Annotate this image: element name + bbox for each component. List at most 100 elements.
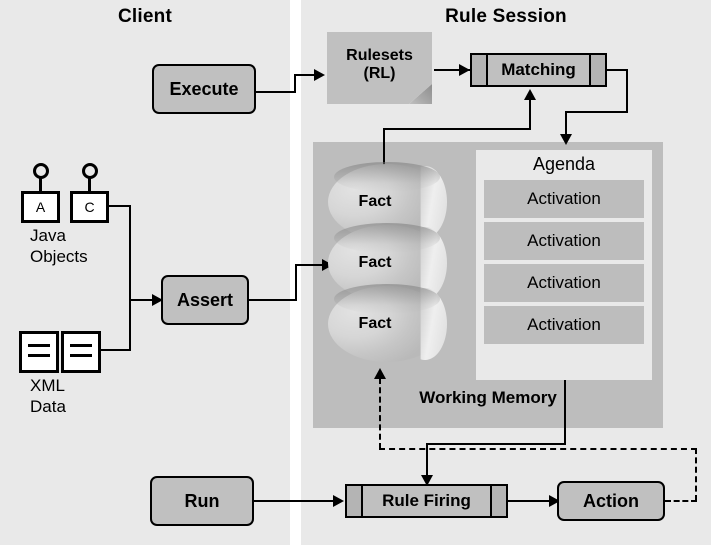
xml-icon-2-line-1 — [70, 344, 92, 347]
fact-disc-3-label: Fact — [358, 315, 392, 332]
arrowhead-agenda-to-rulefiring — [421, 475, 433, 486]
arrowhead-fact-to-matching — [524, 89, 536, 100]
arrowhead-rulesets-to-matching — [459, 64, 470, 76]
xml-data-caption: XML Data — [30, 375, 66, 418]
matching-right-bar — [589, 55, 605, 85]
assert-button[interactable]: Assert — [161, 275, 249, 325]
rulesets-document: Rulesets (RL) — [327, 32, 432, 104]
connector-rulefiring-to-action — [508, 500, 554, 502]
java-object-c-box: C — [70, 191, 109, 223]
matching-label: Matching — [501, 60, 576, 79]
connector-assert-to-fact-h1 — [249, 299, 297, 301]
activation-label: Activation — [527, 231, 601, 250]
fact-disc-1-label: Fact — [358, 193, 392, 210]
java-object-a-label: A — [35, 199, 46, 215]
connector-assert-to-fact-v — [295, 265, 297, 301]
fact-disc-3-shade — [334, 284, 440, 314]
feedback-dashed-v-left — [379, 378, 381, 449]
rule-firing-body: Rule Firing — [363, 486, 490, 516]
activation-label: Activation — [527, 315, 601, 334]
connector-agenda-to-rulefiring-v2 — [426, 443, 428, 478]
connector-execute-to-rulesets-h1 — [256, 91, 296, 93]
feedback-dashed-h-main — [379, 448, 697, 450]
xml-icon-1-line-2 — [28, 354, 50, 357]
java-object-a-stem-icon — [39, 178, 42, 192]
rulesets-text: Rulesets (RL) — [327, 32, 432, 104]
connector-assert-to-fact-h2 — [295, 264, 325, 266]
rulesets-line1: Rulesets — [346, 46, 413, 64]
connector-matching-to-agenda-h2 — [565, 111, 628, 113]
rule-firing-label: Rule Firing — [382, 491, 471, 510]
connector-assert-bus-v — [129, 205, 131, 350]
fact-disc-2-shade — [334, 223, 440, 253]
client-panel-title: Client — [118, 6, 172, 27]
feedback-dashed-h-right — [665, 500, 697, 502]
rulesets-line2: (RL) — [363, 65, 396, 82]
connector-agenda-to-rulefiring-h — [426, 443, 566, 445]
run-label: Run — [184, 490, 220, 511]
connector-matching-to-agenda-h1 — [607, 69, 628, 71]
rule-firing-right-bar — [490, 486, 506, 516]
connector-matching-to-agenda-v1 — [626, 69, 628, 112]
java-objects-caption: Java Objects — [30, 225, 88, 268]
activation-row[interactable]: Activation — [484, 180, 644, 218]
java-objects-caption-line1: Java — [30, 226, 66, 245]
agenda-panel: Agenda Activation Activation Activation … — [476, 150, 652, 380]
activation-row[interactable]: Activation — [484, 222, 644, 260]
xml-data-icon-2 — [61, 331, 101, 373]
action-label: Action — [583, 490, 639, 511]
connector-fact-to-matching-h — [383, 128, 531, 130]
java-object-a-interface-icon — [33, 163, 49, 179]
arrowhead-run-to-rule-firing — [333, 495, 344, 507]
xml-data-caption-line2: Data — [30, 397, 66, 417]
xml-icon-2-line-2 — [70, 354, 92, 357]
arrowhead-rulefiring-to-action — [549, 495, 560, 507]
arrowhead-execute-to-rulesets — [314, 69, 325, 81]
connector-execute-to-rulesets-h2 — [294, 74, 316, 76]
connector-fact-to-matching-v1 — [383, 128, 385, 176]
action-button[interactable]: Action — [557, 481, 665, 521]
matching-body: Matching — [488, 55, 589, 85]
execute-button[interactable]: Execute — [152, 64, 256, 114]
fact-disc-2-label: Fact — [358, 254, 392, 271]
xml-data-caption-line1: XML — [30, 376, 65, 395]
run-button[interactable]: Run — [150, 476, 254, 526]
agenda-title: Agenda — [532, 154, 596, 174]
xml-data-icon-1 — [19, 331, 59, 373]
rule-firing-left-bar — [347, 486, 363, 516]
connector-java-to-bus-h — [109, 205, 131, 207]
java-objects-caption-line2: Objects — [30, 247, 88, 267]
arrowhead-bus-to-assert — [152, 294, 163, 306]
java-object-c-stem-icon — [88, 178, 91, 192]
activation-label: Activation — [527, 273, 601, 292]
fact-disc-1-shade — [334, 162, 440, 192]
execute-label: Execute — [169, 78, 239, 99]
matching-process[interactable]: Matching — [470, 53, 607, 87]
arrowhead-feedback-to-fact — [374, 368, 386, 379]
connector-bus-to-assert-h — [129, 299, 155, 301]
rulesets-document-shape — [327, 32, 432, 104]
connector-rulesets-to-matching — [434, 69, 470, 71]
assert-label: Assert — [176, 289, 234, 310]
activation-row[interactable]: Activation — [484, 264, 644, 302]
connector-matching-to-agenda-v2 — [565, 111, 567, 137]
java-object-a-box: A — [21, 191, 60, 223]
connector-run-to-rule-firing — [254, 500, 336, 502]
arrowhead-matching-to-agenda — [560, 134, 572, 145]
connector-agenda-to-rulefiring-v1 — [564, 380, 566, 444]
connector-xml-to-bus-h — [101, 349, 131, 351]
java-object-c-label: C — [84, 199, 95, 215]
working-memory-label: Working Memory — [419, 388, 557, 407]
arrowhead-assert-to-fact — [322, 259, 333, 271]
connector-fact-to-matching-v2 — [529, 99, 531, 129]
java-object-c-interface-icon — [82, 163, 98, 179]
connector-execute-to-rulesets-v — [294, 75, 296, 93]
xml-icon-1-line-1 — [28, 344, 50, 347]
activation-row[interactable]: Activation — [484, 306, 644, 344]
rule-firing-process[interactable]: Rule Firing — [345, 484, 508, 518]
rule-session-panel-title: Rule Session — [445, 6, 567, 27]
matching-left-bar — [472, 55, 488, 85]
fact-disc-3: Fact — [328, 284, 447, 362]
feedback-dashed-v-right — [695, 448, 697, 501]
